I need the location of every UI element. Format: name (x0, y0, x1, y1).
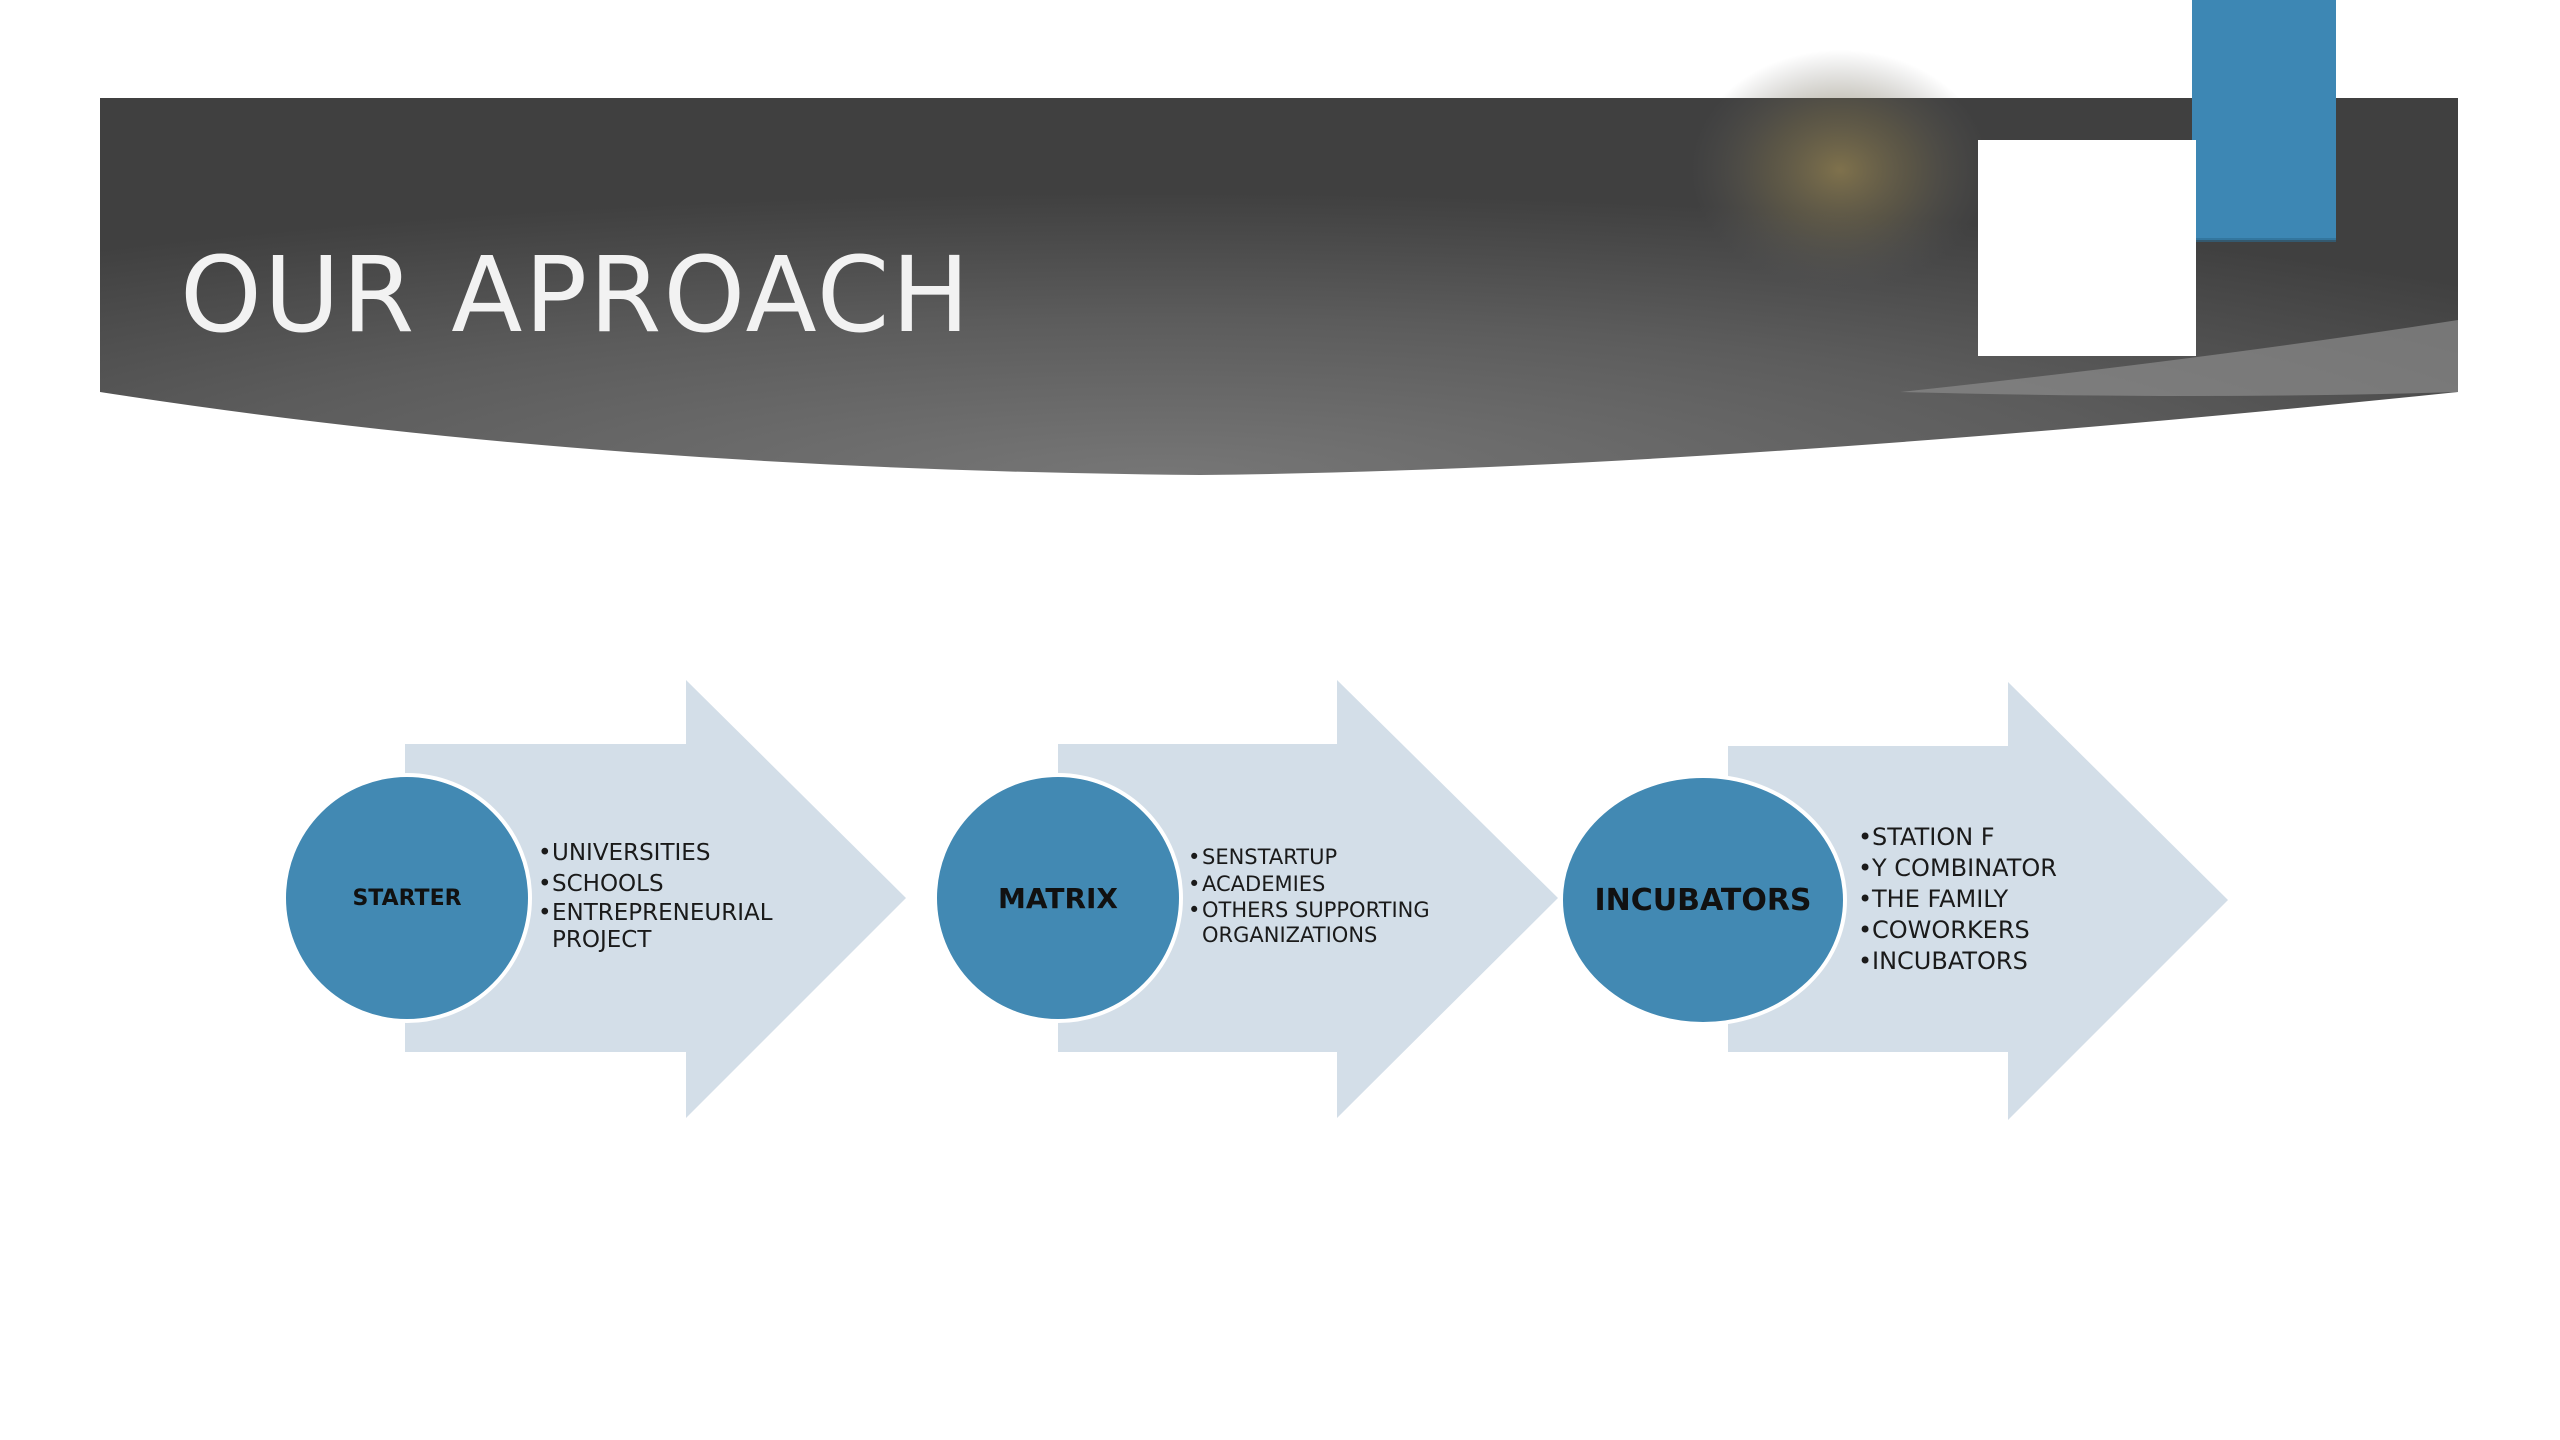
stage-circle-2 (933, 773, 1183, 1023)
list-item: •ACADEMIES (1188, 872, 1326, 896)
stage-arrow-1 (405, 680, 906, 1118)
list-item: •Y COMBINATOR (1858, 854, 2057, 882)
stage-label-incubators: INCUBATORS (1594, 882, 1812, 918)
list-item: •INCUBATORS (1858, 947, 2028, 975)
stage-list-starter: •UNIVERSITIES •SCHOOLS •ENTREPRENEURIAL … (538, 838, 798, 954)
accent-blue-tab-shadow (2192, 238, 2336, 242)
white-square-decoration (1978, 140, 2196, 356)
stage-list-matrix: •SENSTARTUP •ACADEMIES •OTHERS SUPPORTIN… (1188, 844, 1448, 948)
list-item: •SENSTARTUP (1188, 845, 1338, 869)
stage-label-starter: STARTER (352, 885, 462, 911)
banner-glow (1690, 50, 1990, 290)
list-item: •SCHOOLS (538, 871, 664, 897)
stage-arrow-3 (1728, 682, 2228, 1120)
stage-circle-3 (1559, 774, 1847, 1026)
list-item: •ENTREPRENEURIAL PROJECT (538, 900, 773, 953)
list-item: •COWORKERS (1858, 916, 2030, 944)
stage-circle-1 (282, 773, 532, 1023)
list-item: •STATION F (1858, 823, 1995, 851)
stage-arrow-2 (1058, 680, 1558, 1118)
stage-label-matrix: MATRIX (997, 881, 1119, 915)
accent-blue-tab (2192, 0, 2336, 240)
slide-title: OUR APROACH (180, 234, 972, 356)
list-item: •OTHERS SUPPORTING ORGANIZATIONS (1188, 898, 1430, 947)
stage-list-incubators: •STATION F •Y COMBINATOR •THE FAMILY •CO… (1858, 822, 2158, 977)
list-item: •THE FAMILY (1858, 885, 2009, 913)
banner-swoosh (1900, 320, 2458, 396)
list-item: •UNIVERSITIES (538, 840, 711, 866)
